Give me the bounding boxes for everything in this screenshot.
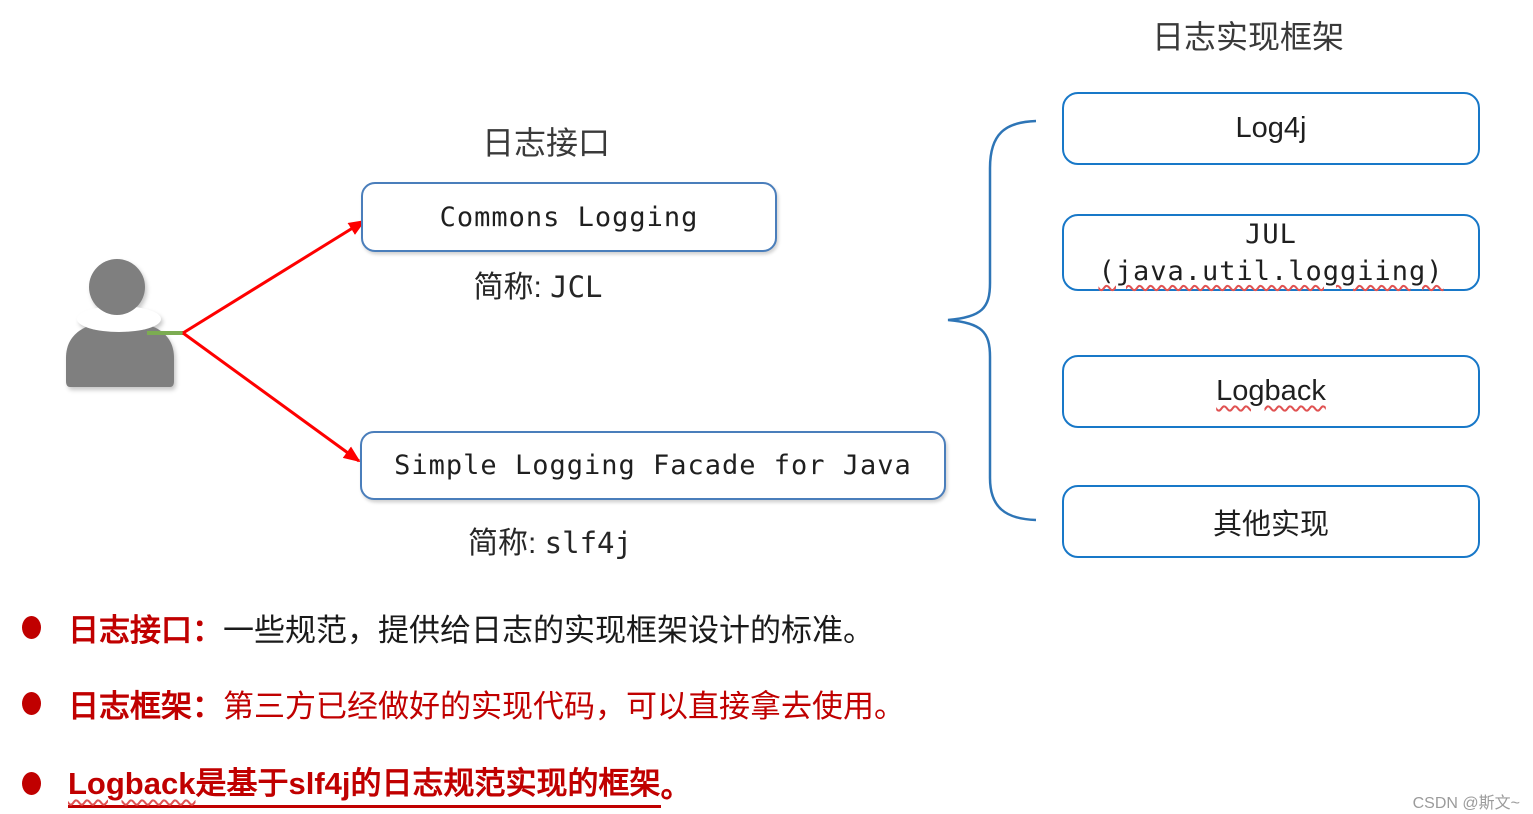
caption-jcl-prefix: 简称:	[473, 271, 551, 304]
bullet-icon	[22, 616, 41, 639]
watermark: CSDN @斯文~	[1412, 795, 1520, 812]
note-log-framework: 日志框架： 第三方已经做好的实现代码，可以直接拿去使用。	[22, 681, 905, 726]
caption-slf4j: 简称: slf4j	[342, 518, 758, 562]
box-logback: Logback	[1062, 355, 1480, 428]
note-log-interface: 日志接口： 一些规范，提供给日志的实现框架设计的标准。	[22, 605, 874, 650]
caption-jcl-value: JCL	[550, 270, 603, 304]
box-simple-logging-facade-label: Simple Logging Facade for Java	[394, 450, 912, 481]
box-commons-logging: Commons Logging	[361, 182, 777, 252]
note-log-interface-text: 一些规范，提供给日志的实现框架设计的标准。	[223, 613, 874, 648]
curly-brace	[947, 119, 1037, 522]
interface-section-title: 日志接口	[481, 125, 610, 161]
note-logback-underlined: Logback是基于slf4j的日志规范实现的框架	[68, 758, 661, 808]
caption-slf4j-prefix: 简称:	[468, 527, 545, 560]
note-logback-rest: 是基于slf4j的日志规范实现的框架	[195, 766, 661, 801]
bullet-icon	[22, 771, 41, 795]
caption-jcl: 简称: JCL	[330, 262, 746, 306]
bullet-icon	[22, 692, 41, 715]
box-commons-logging-label: Commons Logging	[439, 201, 699, 233]
note-logback-highlight: Logback	[68, 766, 196, 801]
box-log4j-label: Log4j	[1235, 112, 1307, 144]
note-log-interface-label: 日志接口：	[68, 613, 223, 648]
note-log-framework-text: 第三方已经做好的实现代码，可以直接拿去使用。	[223, 689, 905, 724]
note-log-framework-label: 日志框架：	[68, 689, 223, 724]
arrow-to-commons-logging	[182, 219, 366, 335]
box-jul-sublabel: (java.util.loggiing)	[1098, 255, 1444, 287]
note-logback-suffix: 。	[660, 768, 692, 804]
person-head	[89, 259, 145, 315]
arrow-to-slf4j	[182, 331, 361, 463]
box-logback-label: Logback	[1216, 375, 1326, 407]
person-neck-gap	[77, 306, 161, 332]
framework-section-title: 日志实现框架	[1151, 19, 1344, 55]
box-jul-label: JUL	[1245, 218, 1297, 250]
person-icon	[66, 259, 174, 387]
caption-slf4j-value: slf4j	[544, 526, 632, 560]
box-other-implementations-label: 其他实现	[1212, 508, 1329, 541]
note-logback: Logback是基于slf4j的日志规范实现的框架 。	[22, 758, 692, 808]
box-jul: JUL (java.util.loggiing)	[1062, 214, 1480, 291]
box-other-implementations: 其他实现	[1062, 485, 1480, 558]
box-simple-logging-facade: Simple Logging Facade for Java	[360, 431, 946, 500]
person-body	[66, 321, 174, 387]
box-log4j: Log4j	[1062, 92, 1480, 165]
